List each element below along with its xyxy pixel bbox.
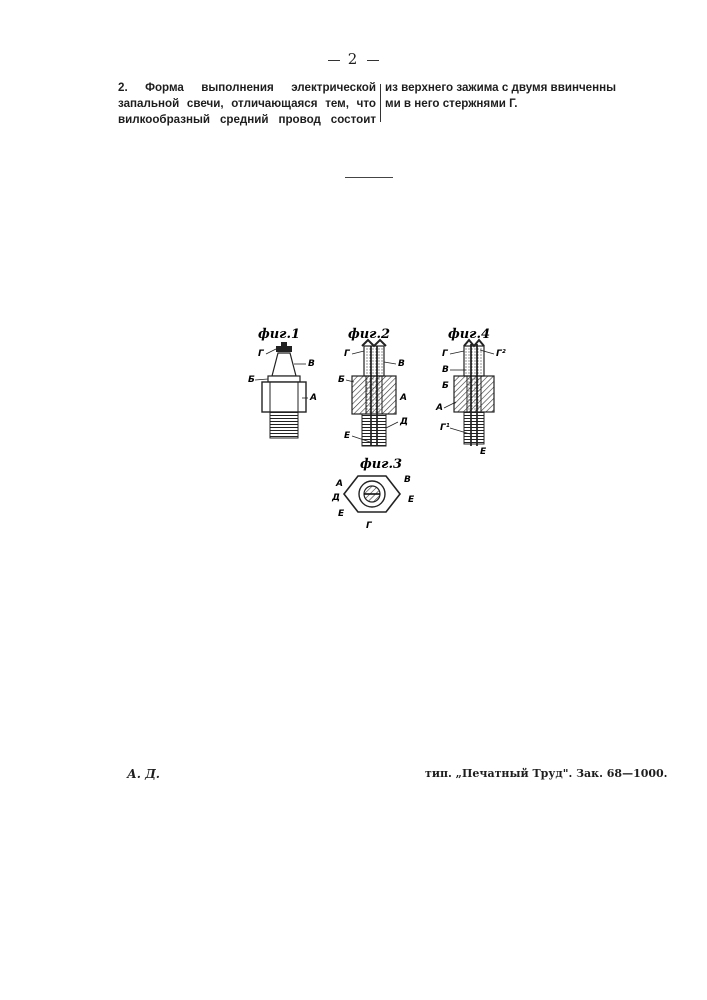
label-v: В [442,365,449,375]
core-section [366,376,382,414]
label-b: Б [248,375,255,385]
label-e: Е [480,447,487,457]
threaded-shank [464,412,484,444]
figure-2: фиг.2 Г В Б А Д Е [338,327,408,446]
label-d: Д [399,417,408,427]
leader-line [384,362,396,364]
label-v: В [404,475,411,485]
label-e: Е [338,509,345,519]
label-g: Г [366,521,373,528]
threaded-shank [362,414,386,446]
core-section [467,376,481,412]
claim-line: вилкообразный средний провод состоит [118,112,376,128]
terminal-cap [281,342,287,347]
claim-line: ми в него стержнями Г. [385,96,625,112]
leader-line [386,422,398,428]
threaded-shank [270,412,298,438]
figure-title: фиг.3 [360,457,402,472]
claim-line: из верхнего зажима с двумя ввинченны [385,80,625,96]
label-b: Б [442,381,449,391]
label-g1: Г¹ [440,423,450,433]
label-g: Г [258,349,265,359]
label-b: Б [338,375,345,385]
label-a: А [335,479,343,489]
label-g: Г [442,349,449,359]
figure-1: фиг.1 Г В Б А [248,327,317,438]
claim-left-column: 2. Форма выполнения электрической запаль… [118,80,376,128]
label-v: В [308,359,315,369]
figure-4: фиг.4 Г Г² В Б А Г¹ Е [435,327,506,457]
label-a: А [435,403,443,413]
leader-line [450,351,464,354]
label-e: Е [344,431,351,441]
leader-line [352,351,364,354]
hex-body [262,382,306,412]
footer-initials: А. Д. [127,767,160,781]
footer-printer: тип. „Печатный Труд". Зак. 68—1000. [425,767,668,780]
label-e: Е [408,495,415,505]
column-divider [380,84,381,122]
patent-drawings: фиг.1 Г В Б А фиг.2 Г В Б А Д Е [240,318,520,528]
insulator-section [364,346,384,376]
label-v: В [398,359,405,369]
insulator-cone [272,353,296,376]
claim-line: запальной свечи, отличающаяся тем, что [118,96,376,112]
label-a: А [309,393,317,403]
label-a: А [399,393,407,403]
figure-title: фиг.1 [258,327,300,342]
label-g: Г [344,349,351,359]
label-g2: Г² [496,349,506,359]
claim-line: 2. Форма выполнения электрической [118,80,376,96]
page-number: 2 [0,50,707,68]
leader-line [266,349,276,354]
gland-nut [268,376,300,382]
label-d: Д [331,493,340,503]
claim-right-column: из верхнего зажима с двумя ввинченны ми … [385,80,625,112]
section-rule [345,177,393,178]
figure-3: фиг.3 А В Д Е Е Г [331,457,415,528]
leader-line [255,379,268,380]
